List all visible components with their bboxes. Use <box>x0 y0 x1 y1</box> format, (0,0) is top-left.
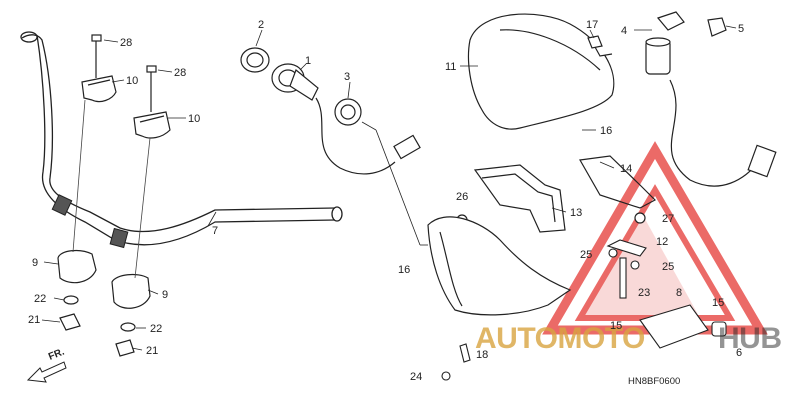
front-label: FR. <box>47 346 66 362</box>
switch-grommets <box>240 47 362 126</box>
callout-19: 17 <box>586 19 598 31</box>
dashed-guides <box>72 99 151 279</box>
callout-13-visible: 13 <box>570 207 582 219</box>
watermark-brand-part2: HUB <box>718 322 782 355</box>
callout-28-b: 28 <box>174 67 186 79</box>
upper-holder-10a <box>81 75 171 139</box>
callout-5: 5 <box>738 23 744 35</box>
watermark-logo <box>542 141 768 335</box>
callout-28-a: 28 <box>120 37 132 49</box>
front-direction-arrow: FR. <box>26 346 67 383</box>
handlebar <box>20 31 343 249</box>
callout-21-a: 21 <box>28 314 40 326</box>
callout-11-visible: 11 <box>445 61 456 73</box>
lower-holders <box>57 249 151 357</box>
switch-cable <box>315 97 421 175</box>
callout-10-b: 10 <box>188 113 200 125</box>
watermark-brand-part1: AUTOMOTO <box>475 322 645 355</box>
callout-25-a: 25 <box>580 249 592 261</box>
callout-1: 1 <box>305 55 311 67</box>
callout-22-a: 22 <box>34 293 46 305</box>
callout-7: 7 <box>212 225 218 237</box>
watermark-text: AUTOMOTO HUB <box>475 322 782 355</box>
callout-22-b: 22 <box>150 323 162 335</box>
callouts: 2 1 3 28 28 10 10 7 9 9 22 22 21 21 10 1… <box>28 19 744 387</box>
callout-26: 26 <box>456 191 468 203</box>
callout-18: 16 <box>600 125 612 137</box>
callout-20: 18 <box>476 349 488 361</box>
under-cover <box>427 216 572 316</box>
callout-6: 6 <box>736 347 742 359</box>
callout-9-a: 9 <box>32 257 38 269</box>
bolts-28 <box>91 34 157 112</box>
callout-27: 27 <box>662 213 674 225</box>
switch-assembly <box>587 11 777 187</box>
callout-9-b: 9 <box>162 289 168 301</box>
callout-25-b: 25 <box>662 261 674 273</box>
callout-21-b: 21 <box>146 345 158 357</box>
callout-23: 23 <box>638 287 650 299</box>
callout-2: 2 <box>258 19 264 31</box>
meter-cover <box>467 13 615 130</box>
callout-4: 4 <box>621 25 627 37</box>
callout-17: 15 <box>712 297 724 309</box>
callout-8: 8 <box>676 287 682 299</box>
callout-24: 24 <box>410 371 422 383</box>
callout-14: 14 <box>620 163 632 175</box>
callout-3: 3 <box>344 71 350 83</box>
diagram-code: HN8BF0600 <box>628 376 680 387</box>
callout-10-a: 10 <box>126 75 138 87</box>
small-hardware <box>441 239 727 381</box>
leader-lines <box>41 25 737 351</box>
